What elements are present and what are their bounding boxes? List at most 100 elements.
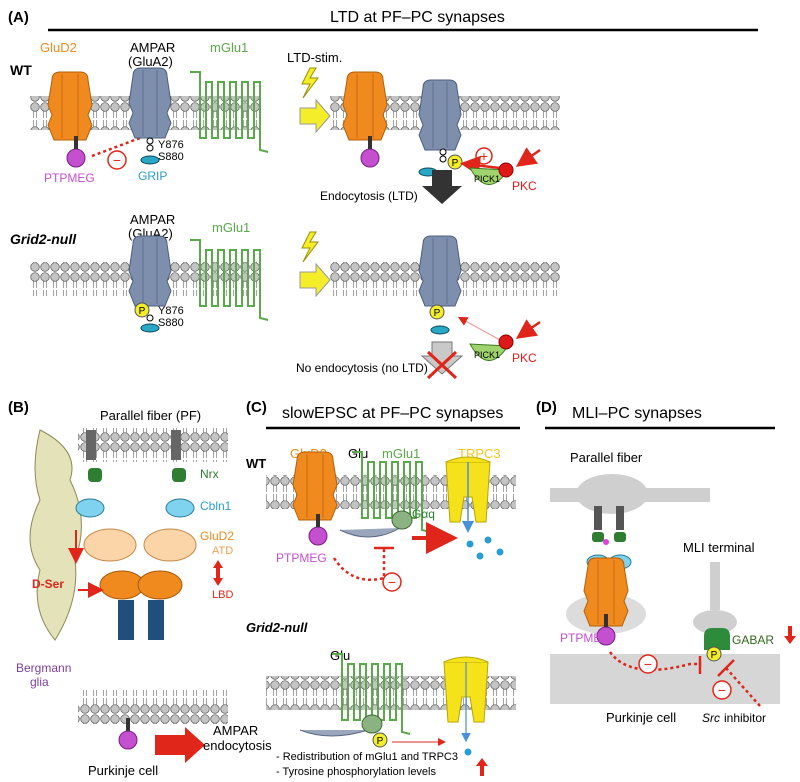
grip-label: GRIP xyxy=(138,169,167,183)
panel-d-label: (D) xyxy=(536,399,557,416)
pkc-label: PKC xyxy=(512,179,537,193)
panel-c: (C) slowEPSC at PF–PC synapses WT GluD2 … xyxy=(246,399,520,778)
nrx-anchor-left xyxy=(86,430,96,460)
pkc-icon-null xyxy=(498,334,514,350)
pf-label-d: Parallel fiber xyxy=(570,450,643,465)
glud2-label-b: GluD2 xyxy=(200,529,234,543)
gabar-icon xyxy=(704,628,730,650)
phospho-text-d: P xyxy=(711,650,718,661)
grip-icon xyxy=(140,155,160,165)
purkinje-label-b: Purkinje cell xyxy=(88,763,158,778)
ion-null xyxy=(464,748,472,756)
stim-arrow xyxy=(299,98,331,134)
minus-text: − xyxy=(113,152,121,168)
pkc-activation-arrow-null xyxy=(515,319,541,339)
minus-text-c: − xyxy=(388,574,396,590)
note-2: - Tyrosine phosphorylation levels xyxy=(276,766,436,778)
minus-text-src: − xyxy=(718,682,726,698)
pf-label: Parallel fiber (PF) xyxy=(100,408,201,423)
minus-icon-d xyxy=(638,654,658,674)
pf-bouton xyxy=(576,474,648,514)
cbln1-icon-right xyxy=(165,498,195,518)
conformation-arrow xyxy=(213,560,223,586)
minus-icon-src xyxy=(712,680,732,700)
ion-1 xyxy=(466,540,474,548)
gq-tail-null xyxy=(299,729,369,737)
glud2-receptor xyxy=(47,71,93,141)
glud2-label: GluD2 xyxy=(40,40,77,55)
mli-axon xyxy=(710,562,720,610)
glud2-receptor-post xyxy=(342,71,388,141)
nrx-anchor-d-right xyxy=(616,506,624,530)
ampar-receptor xyxy=(128,67,172,139)
ion-2 xyxy=(484,536,492,544)
stim-arrow-null xyxy=(299,262,331,298)
pf-membrane xyxy=(78,428,228,462)
cross-icon xyxy=(426,350,458,380)
wt-label-c: WT xyxy=(246,456,266,471)
src-label: Src xyxy=(702,711,720,725)
ampar-sub-label: (GluA2) xyxy=(128,54,173,69)
glud2-receptor-c xyxy=(292,451,338,521)
wt-label: WT xyxy=(10,62,32,78)
cbln1-label: Cbln1 xyxy=(200,499,232,513)
panel-a-title: LTD at PF–PC synapses xyxy=(330,9,505,26)
ptpmeg-label: PTPMEG xyxy=(44,171,95,185)
atd-left xyxy=(83,528,137,562)
nrx-icon-d-left xyxy=(592,532,604,542)
src-inhibition-line xyxy=(725,667,761,707)
pc-membrane xyxy=(78,690,228,724)
gaq-label: Gαq xyxy=(412,507,435,521)
inhibition-line xyxy=(91,136,141,158)
increase-arrow-c xyxy=(476,758,488,776)
ampar-endocytosis-arrow xyxy=(155,727,205,763)
grip-icon-null xyxy=(140,323,160,333)
nrx-label: Nrx xyxy=(200,467,219,481)
pkc-activation-arrow xyxy=(515,147,541,167)
ampar-receptor-null xyxy=(128,235,172,307)
purkinje-dendrite xyxy=(550,654,780,704)
inhibition-path-c xyxy=(332,548,386,581)
ampar-receptor-null-post xyxy=(418,235,462,307)
phospho-icon-c xyxy=(372,732,388,748)
ion-4 xyxy=(496,548,504,556)
null-label: Grid2-null xyxy=(10,231,77,247)
mglu1-label-c: mGlu1 xyxy=(382,446,420,461)
nrx-anchor-d-left xyxy=(594,506,602,530)
ampar-endo-label-2: endocytosis xyxy=(203,738,272,753)
cbln1-icon-left xyxy=(75,498,105,518)
atd-label: ATD xyxy=(212,545,233,557)
y876-label: Y876 xyxy=(158,139,184,151)
pkc-icon xyxy=(498,162,514,178)
plus-text: + xyxy=(480,148,488,164)
atd-right xyxy=(143,528,197,562)
lbd-label: LBD xyxy=(212,589,233,601)
mli-label: MLI terminal xyxy=(683,540,755,555)
tail-bead-2 xyxy=(146,144,154,152)
s880-label-null: S880 xyxy=(158,317,184,329)
tail-bead-5 xyxy=(146,314,154,322)
note-1: - Redistribution of mGlu1 and TRPC3 xyxy=(276,751,458,763)
lbd-left xyxy=(99,570,145,600)
gaq-icon xyxy=(391,510,413,530)
minus-icon xyxy=(107,150,127,170)
pick1-label-null: PICK1 xyxy=(474,350,500,360)
ptpmeg-icon-post xyxy=(360,135,380,168)
nrx-icon-right xyxy=(172,468,186,482)
endocytosis-arrow xyxy=(422,170,462,204)
nrx-icon-left xyxy=(88,468,102,482)
ptpmeg-label-d: PTPMEG xyxy=(560,631,611,645)
endocytosis-label: Endocytosis (LTD) xyxy=(320,189,418,203)
tail-bead-4 xyxy=(439,155,447,163)
phospho-icon-null-post xyxy=(429,304,445,320)
bergmann-glia-shape xyxy=(29,429,82,641)
phospho-text: P xyxy=(452,158,459,169)
phospho-icon-null xyxy=(134,302,150,318)
glia-label: glia xyxy=(30,675,49,689)
purkinje-label-d: Purkinje cell xyxy=(606,710,676,725)
lbd-right xyxy=(137,570,183,600)
phospho-text-null: P xyxy=(139,306,146,317)
lightning-icon xyxy=(301,67,319,99)
ampar-endo-label: AMPAR xyxy=(213,723,258,738)
minus-icon-c xyxy=(382,572,402,592)
